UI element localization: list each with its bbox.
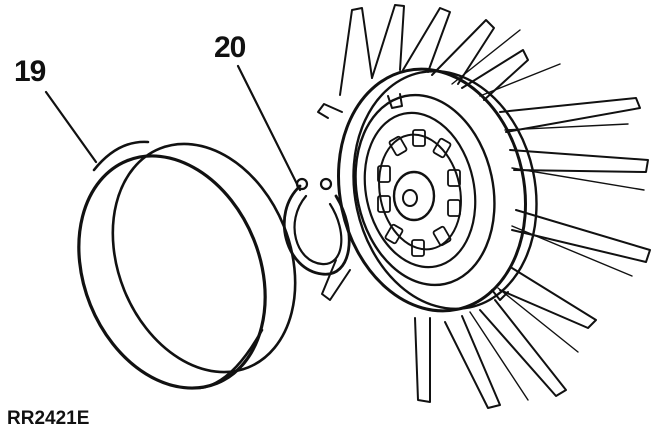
snap-ring-inner [293,194,343,266]
snap-ring-lug-right [319,177,333,191]
part-19-label: 19 [14,55,46,88]
leader-20 [236,64,302,192]
hub-rim-edge [352,69,538,311]
rim-notch [387,93,403,109]
part-20-label: 20 [214,31,246,64]
hub-inner-ring [363,111,477,269]
cap-face [77,154,267,390]
leader-lines [44,64,302,192]
shaft [392,170,436,222]
fan-blades [317,4,651,409]
leader-19 [44,90,98,164]
fan-hub-assembly [317,4,651,409]
snap-ring-outer [282,184,351,276]
hub-inner-face [354,93,496,287]
cap-side-top [92,140,150,172]
bearing-rollers [377,129,461,257]
hub-outer-rim [337,67,527,313]
cap-side-bottom [198,328,264,390]
figure-id: RR2421E [7,408,90,429]
rim-notch-lower [491,289,509,301]
shaft-end [402,189,418,207]
cap-rear-rim [111,142,297,374]
